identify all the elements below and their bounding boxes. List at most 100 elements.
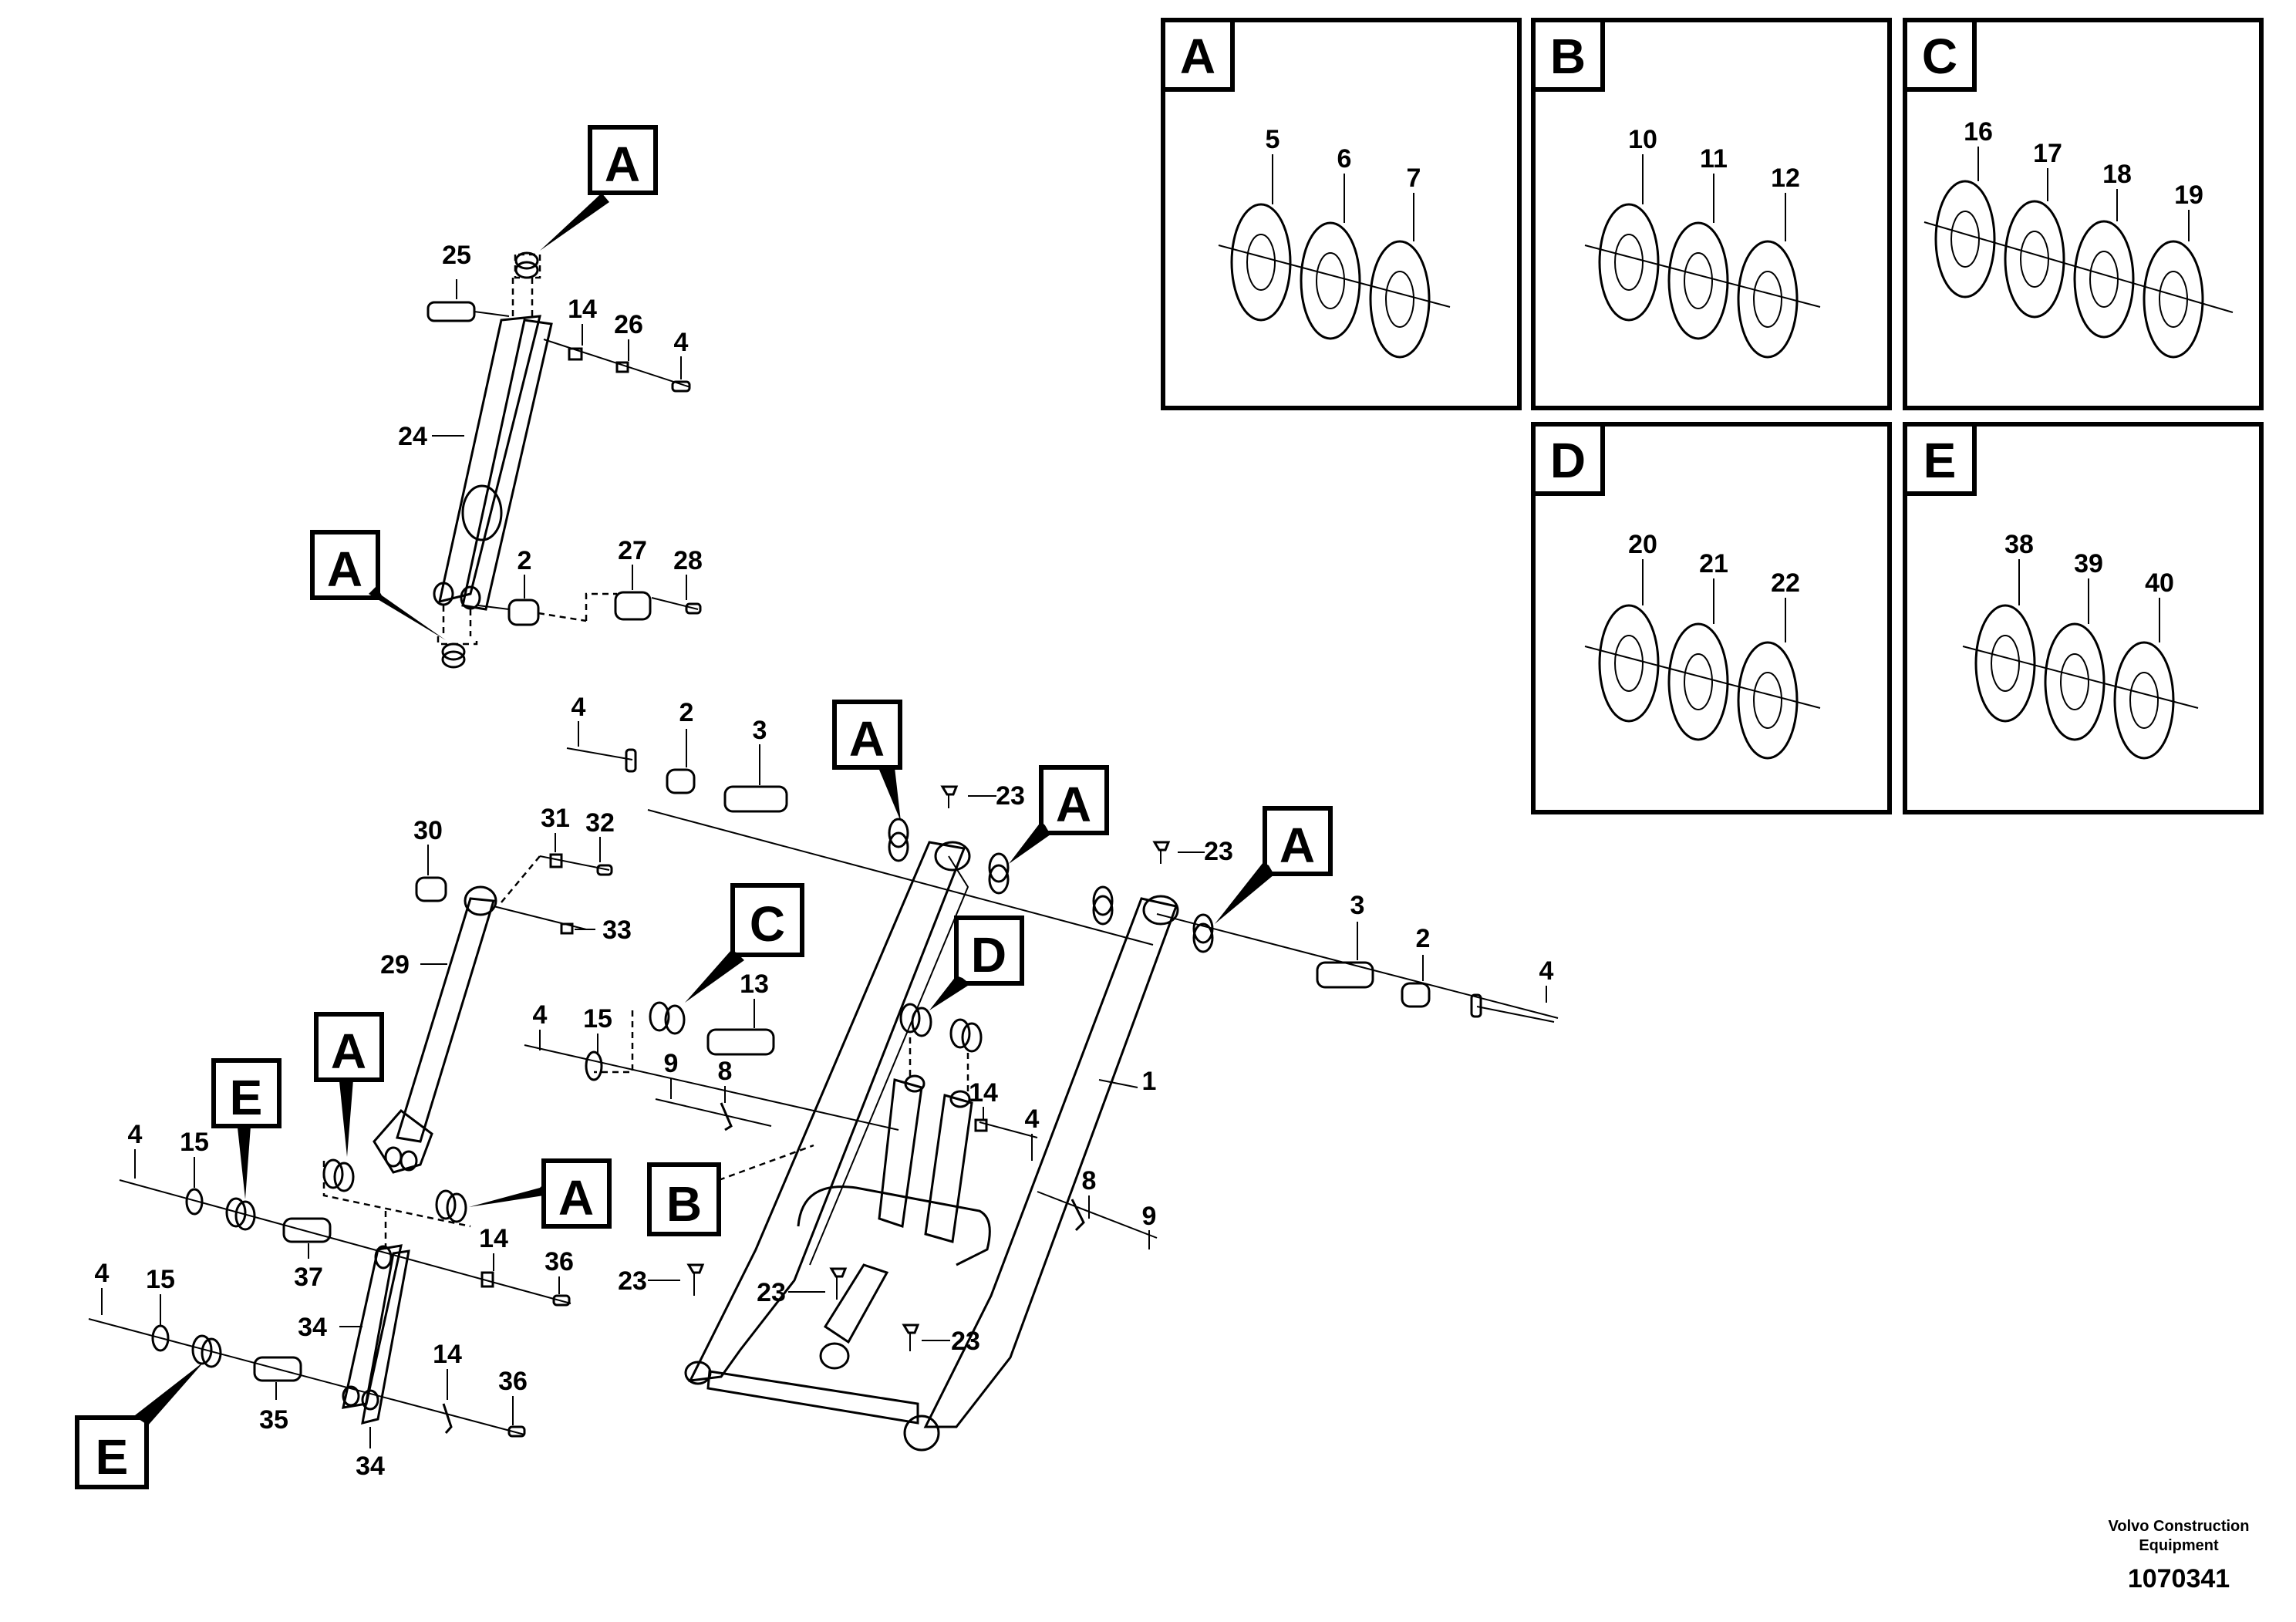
part-label: 32 — [585, 808, 615, 838]
lower-link-assembly — [88, 833, 613, 1448]
part-label: 14 — [969, 1078, 998, 1108]
part-label: 4 — [674, 328, 689, 357]
callout-letter: D — [971, 927, 1006, 983]
callout-letter: A — [1279, 818, 1315, 873]
part-label: 23 — [951, 1327, 980, 1356]
part-label: 19 — [2174, 180, 2203, 210]
part-label: 17 — [2033, 139, 2062, 168]
main-frame-assembly — [524, 721, 1559, 1452]
callout-letter: E — [96, 1429, 129, 1485]
part-label: 23 — [757, 1278, 786, 1307]
part-label: 8 — [718, 1057, 733, 1086]
footer: Volvo Construction Equipment 1070341 — [2109, 1518, 2250, 1593]
kit-A-washers: 5 6 7 — [1218, 125, 1451, 359]
part-label: 7 — [1407, 164, 1421, 193]
part-label: 23 — [618, 1266, 647, 1296]
drawing-number: 1070341 — [2128, 1564, 2230, 1593]
part-label: 18 — [2102, 160, 2132, 189]
part-label: 23 — [996, 781, 1025, 811]
part-label: 3 — [1350, 891, 1365, 920]
part-label: 9 — [664, 1049, 679, 1078]
upper-link-assembly — [426, 251, 702, 669]
part-number-labels: 25 14 26 4 24 2 27 28 4 2 3 23 23 3 2 4 … — [95, 241, 1554, 1481]
part-label: 15 — [583, 1004, 612, 1034]
kit-E-washers: 38 39 40 — [1962, 530, 2199, 760]
part-label: 34 — [356, 1452, 385, 1481]
callout-letter: A — [1056, 777, 1091, 832]
part-label: 14 — [479, 1224, 508, 1253]
part-label: 4 — [1539, 956, 1554, 986]
part-label: 12 — [1771, 164, 1800, 193]
part-label: 14 — [433, 1340, 462, 1369]
callout-boxes: A A A A A A A B C D — [75, 125, 1333, 1489]
part-label: 15 — [180, 1128, 209, 1157]
part-label: 6 — [1337, 144, 1352, 174]
part-label: 20 — [1628, 530, 1657, 559]
kit-box-C: C — [1903, 18, 2264, 410]
part-label: 29 — [380, 950, 410, 980]
callout-letter: A — [558, 1170, 594, 1226]
part-label: 4 — [571, 693, 586, 722]
part-label: 3 — [753, 716, 767, 745]
part-label: 21 — [1699, 549, 1728, 578]
callout-box — [75, 1415, 149, 1489]
part-label: 23 — [1204, 837, 1233, 866]
part-label: 5 — [1266, 125, 1280, 154]
part-label: 16 — [1964, 117, 1993, 147]
part-label: 30 — [413, 816, 443, 845]
part-label: 38 — [2004, 530, 2034, 559]
callout-letter: C — [750, 896, 785, 952]
part-label: 36 — [544, 1247, 574, 1276]
part-label: 10 — [1628, 125, 1657, 154]
callout-letter: A — [331, 1023, 366, 1079]
kit-box-letter: C — [1922, 29, 1957, 84]
callout-box — [954, 916, 1024, 986]
part-label: 8 — [1082, 1166, 1097, 1195]
callout-box — [588, 125, 658, 195]
callout-box — [647, 1162, 721, 1236]
kit-box-letter: B — [1550, 29, 1586, 84]
kit-C-washers: 16 17 18 19 — [1923, 117, 2234, 359]
kit-box-D: D — [1531, 422, 1892, 814]
part-label: 40 — [2145, 568, 2174, 598]
part-label: 22 — [1771, 568, 1800, 598]
part-label: 34 — [298, 1313, 327, 1342]
part-label: 2 — [679, 698, 694, 727]
part-label: 13 — [740, 969, 769, 999]
kit-box-A: A — [1161, 18, 1522, 410]
part-label: 31 — [541, 804, 570, 833]
part-label: 28 — [673, 546, 703, 575]
part-label: 37 — [294, 1263, 323, 1292]
part-label: 35 — [259, 1405, 288, 1435]
part-label: 4 — [1025, 1104, 1040, 1134]
part-label: 4 — [128, 1120, 143, 1149]
kit-D-washers: 20 21 22 — [1584, 530, 1821, 760]
part-label: 4 — [95, 1259, 110, 1288]
company-name-line1: Volvo Construction — [2109, 1518, 2250, 1535]
kit-box-B: B — [1531, 18, 1892, 410]
callout-box — [1039, 765, 1109, 835]
kit-box-E: E — [1903, 422, 2264, 814]
callout-letter: E — [230, 1070, 263, 1125]
part-label: 15 — [146, 1265, 175, 1294]
kit-B-washers: 10 11 12 — [1584, 125, 1821, 359]
kit-box-letter: D — [1550, 433, 1586, 488]
part-label: 39 — [2074, 549, 2103, 578]
part-label: 36 — [498, 1367, 528, 1396]
kit-box-letter: A — [1180, 29, 1215, 84]
kit-box-letter: E — [1923, 433, 1957, 488]
callout-box — [730, 883, 804, 957]
callout-letter: A — [605, 137, 640, 192]
part-label: 4 — [533, 1000, 548, 1030]
part-label: 11 — [1700, 144, 1728, 174]
part-label: 14 — [568, 295, 597, 324]
callout-letter: A — [327, 541, 362, 597]
part-label: 33 — [602, 916, 632, 945]
part-label: 25 — [442, 241, 471, 270]
part-label: 2 — [1416, 924, 1431, 953]
callout-box — [310, 530, 380, 600]
callout-box — [832, 700, 902, 770]
part-label: 27 — [618, 536, 647, 565]
